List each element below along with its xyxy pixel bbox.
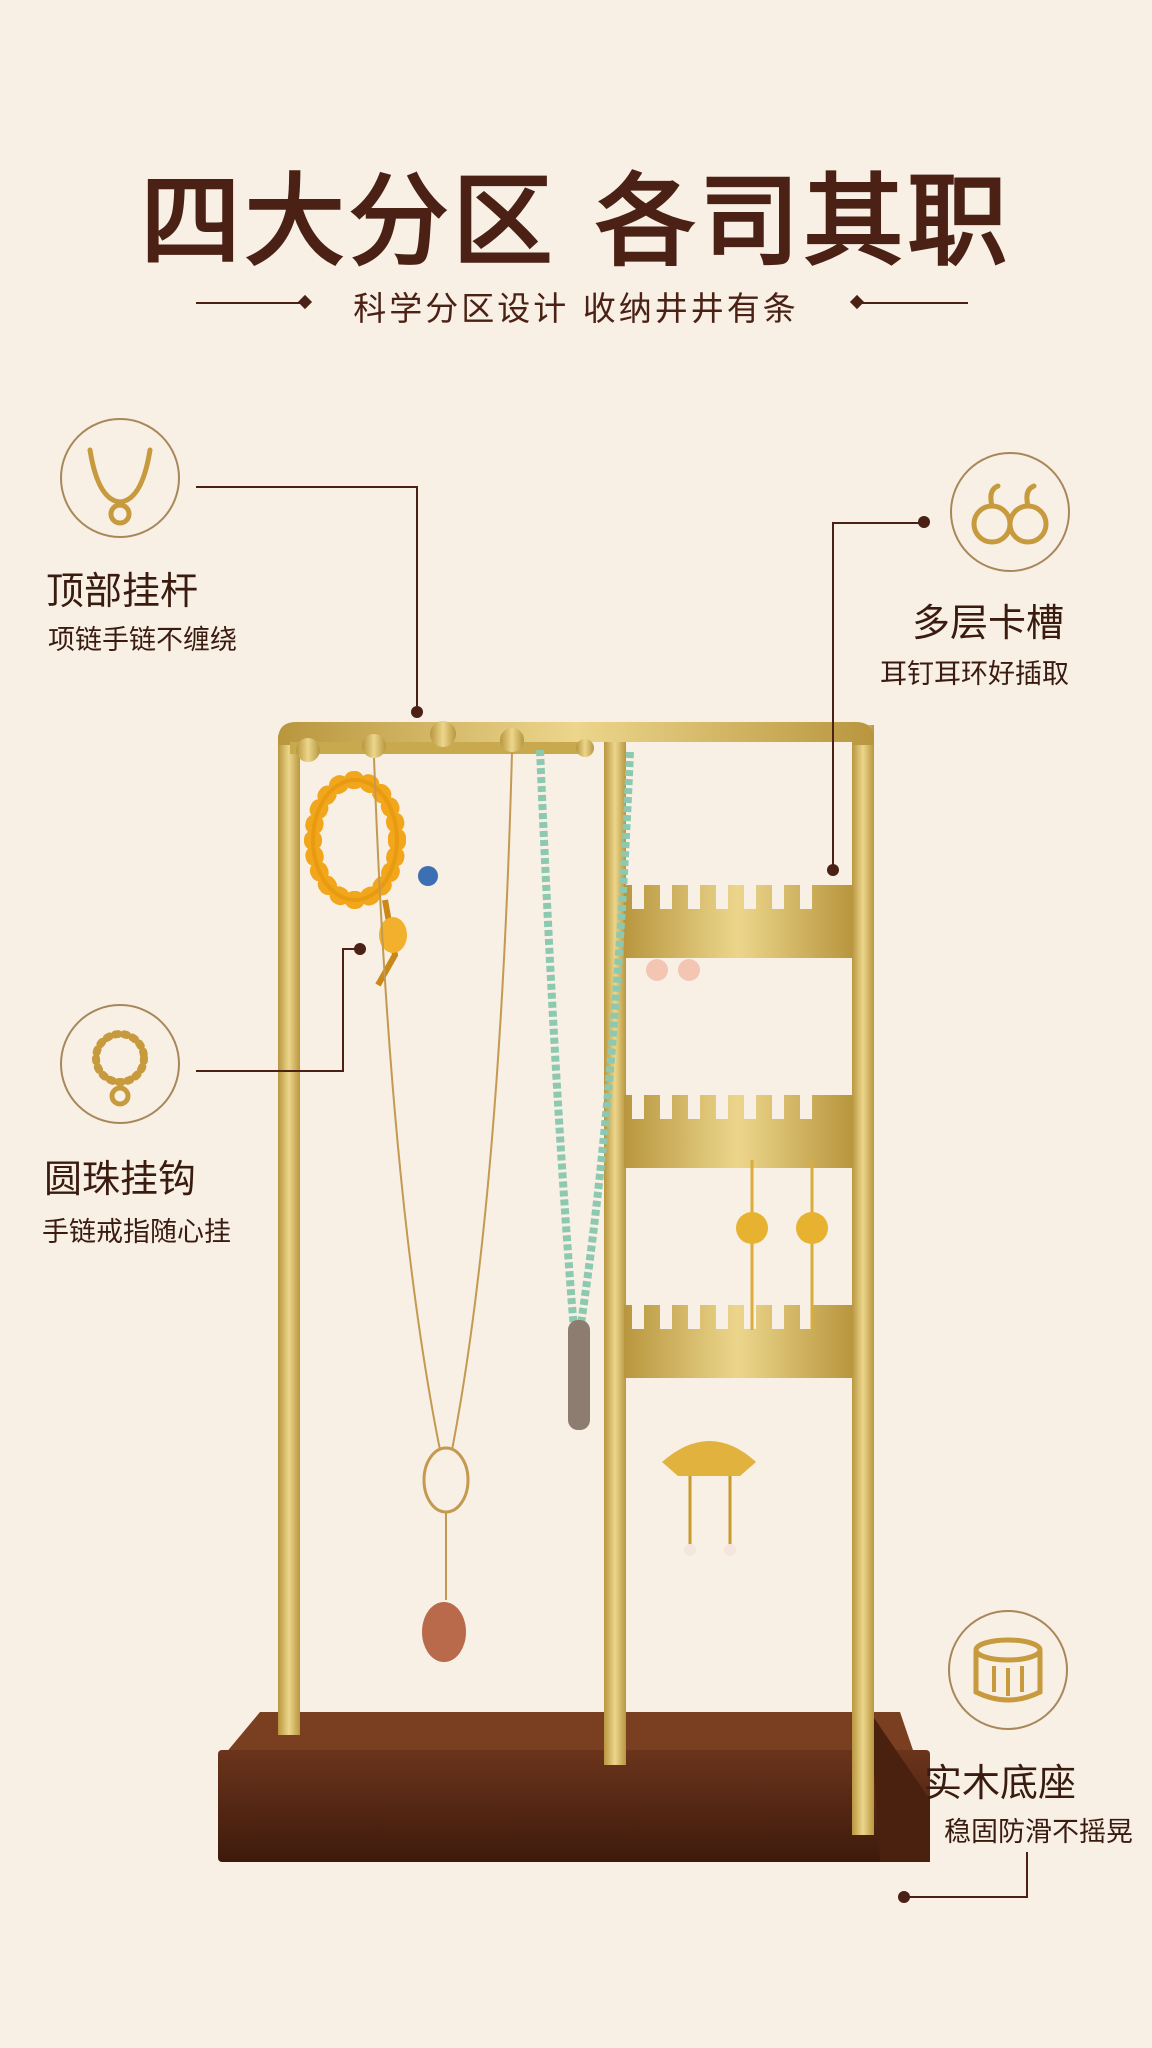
wooden-base [218,1750,930,1862]
wood-block-icon-circle [948,1610,1068,1730]
connector-line [904,1896,1028,1898]
connector-dot [918,516,930,528]
frame-left-post [278,735,300,1735]
hook-ball [500,728,524,752]
jade-necklace [536,749,634,1331]
connector-line [832,522,834,868]
frame-middle-post [604,740,626,1765]
hook-ball [362,734,386,758]
connector-dot [411,706,423,718]
connector-line [342,948,344,1072]
page-subtitle: 科学分区设计 收纳井井有条 [353,289,799,328]
pearl-earrings [646,959,700,981]
necklace-icon [87,447,153,526]
earring-panel-3 [624,1305,852,1378]
bracelet-icon [92,1030,148,1107]
feature-subtitle-top-bar: 项链手链不缠绕 [48,625,237,656]
fan-earrings [662,1441,756,1556]
connector-dot [898,1891,910,1903]
jade-pendant [568,1320,590,1430]
hook-ball [576,739,594,757]
feature-subtitle-bead-hooks: 手链戒指随心挂 [42,1217,231,1248]
connector-dot [354,943,366,955]
feature-subtitle-wooden-base: 稳固防滑不摇晃 [944,1817,1133,1848]
connector-dot [827,864,839,876]
hook-ball [430,721,456,747]
feature-title-bead-hooks: 圆珠挂钩 [44,1157,197,1201]
frame-right-post [852,725,874,1835]
gold-chain-necklace [373,751,513,1451]
subtitle-right-line [858,302,968,304]
pendant-frame [422,1446,470,1514]
earrings-icon-circle [950,452,1070,572]
necklace-icon-circle [60,418,180,538]
bracelet-icon-circle [60,1004,180,1124]
page-title: 四大分区 各司其职 [140,162,1012,280]
wood-block-icon [973,1637,1043,1703]
feature-title-earring-slots: 多层卡槽 [912,601,1065,645]
feature-title-wooden-base: 实木底座 [924,1761,1077,1805]
earrings-icon [971,483,1049,545]
feature-subtitle-earring-slots: 耳钉耳环好插取 [880,659,1069,690]
hook-ball [296,738,320,762]
connector-line [416,486,418,708]
connector-line [196,1070,344,1072]
earring-panel-1 [624,885,852,958]
flower-earrings [736,1160,828,1330]
connector-line [342,948,358,950]
frame-top-bar [278,722,874,745]
subtitle-left-line [196,302,306,304]
connector-line [1026,1852,1028,1898]
earring-panel-2 [624,1095,852,1168]
feature-title-top-bar: 顶部挂杆 [46,569,199,613]
connector-line [196,486,418,488]
pendant-medallion [422,1602,466,1662]
connector-line [834,522,924,524]
